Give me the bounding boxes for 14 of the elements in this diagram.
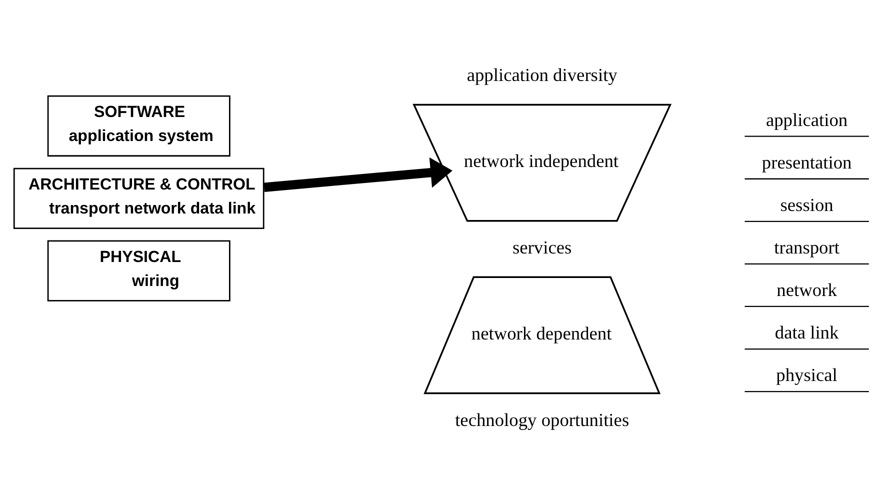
label: technology oportunities bbox=[454, 410, 629, 430]
label: services bbox=[512, 237, 572, 258]
node-box: ARCHITECTURE & CONTROL transport network data link bbox=[12, 168, 264, 229]
arrow bbox=[263, 157, 452, 192]
label: application bbox=[765, 110, 848, 130]
label: presentation bbox=[761, 152, 852, 172]
label: data link bbox=[774, 322, 838, 342]
label: transport bbox=[774, 237, 839, 258]
node-box: PHYSICAL wiring bbox=[46, 240, 230, 302]
node-box: SOFTWARE application system bbox=[46, 95, 230, 157]
label: application diversity bbox=[466, 64, 617, 85]
label: network bbox=[776, 280, 836, 300]
label: physical bbox=[776, 364, 837, 385]
label: session bbox=[780, 194, 833, 215]
